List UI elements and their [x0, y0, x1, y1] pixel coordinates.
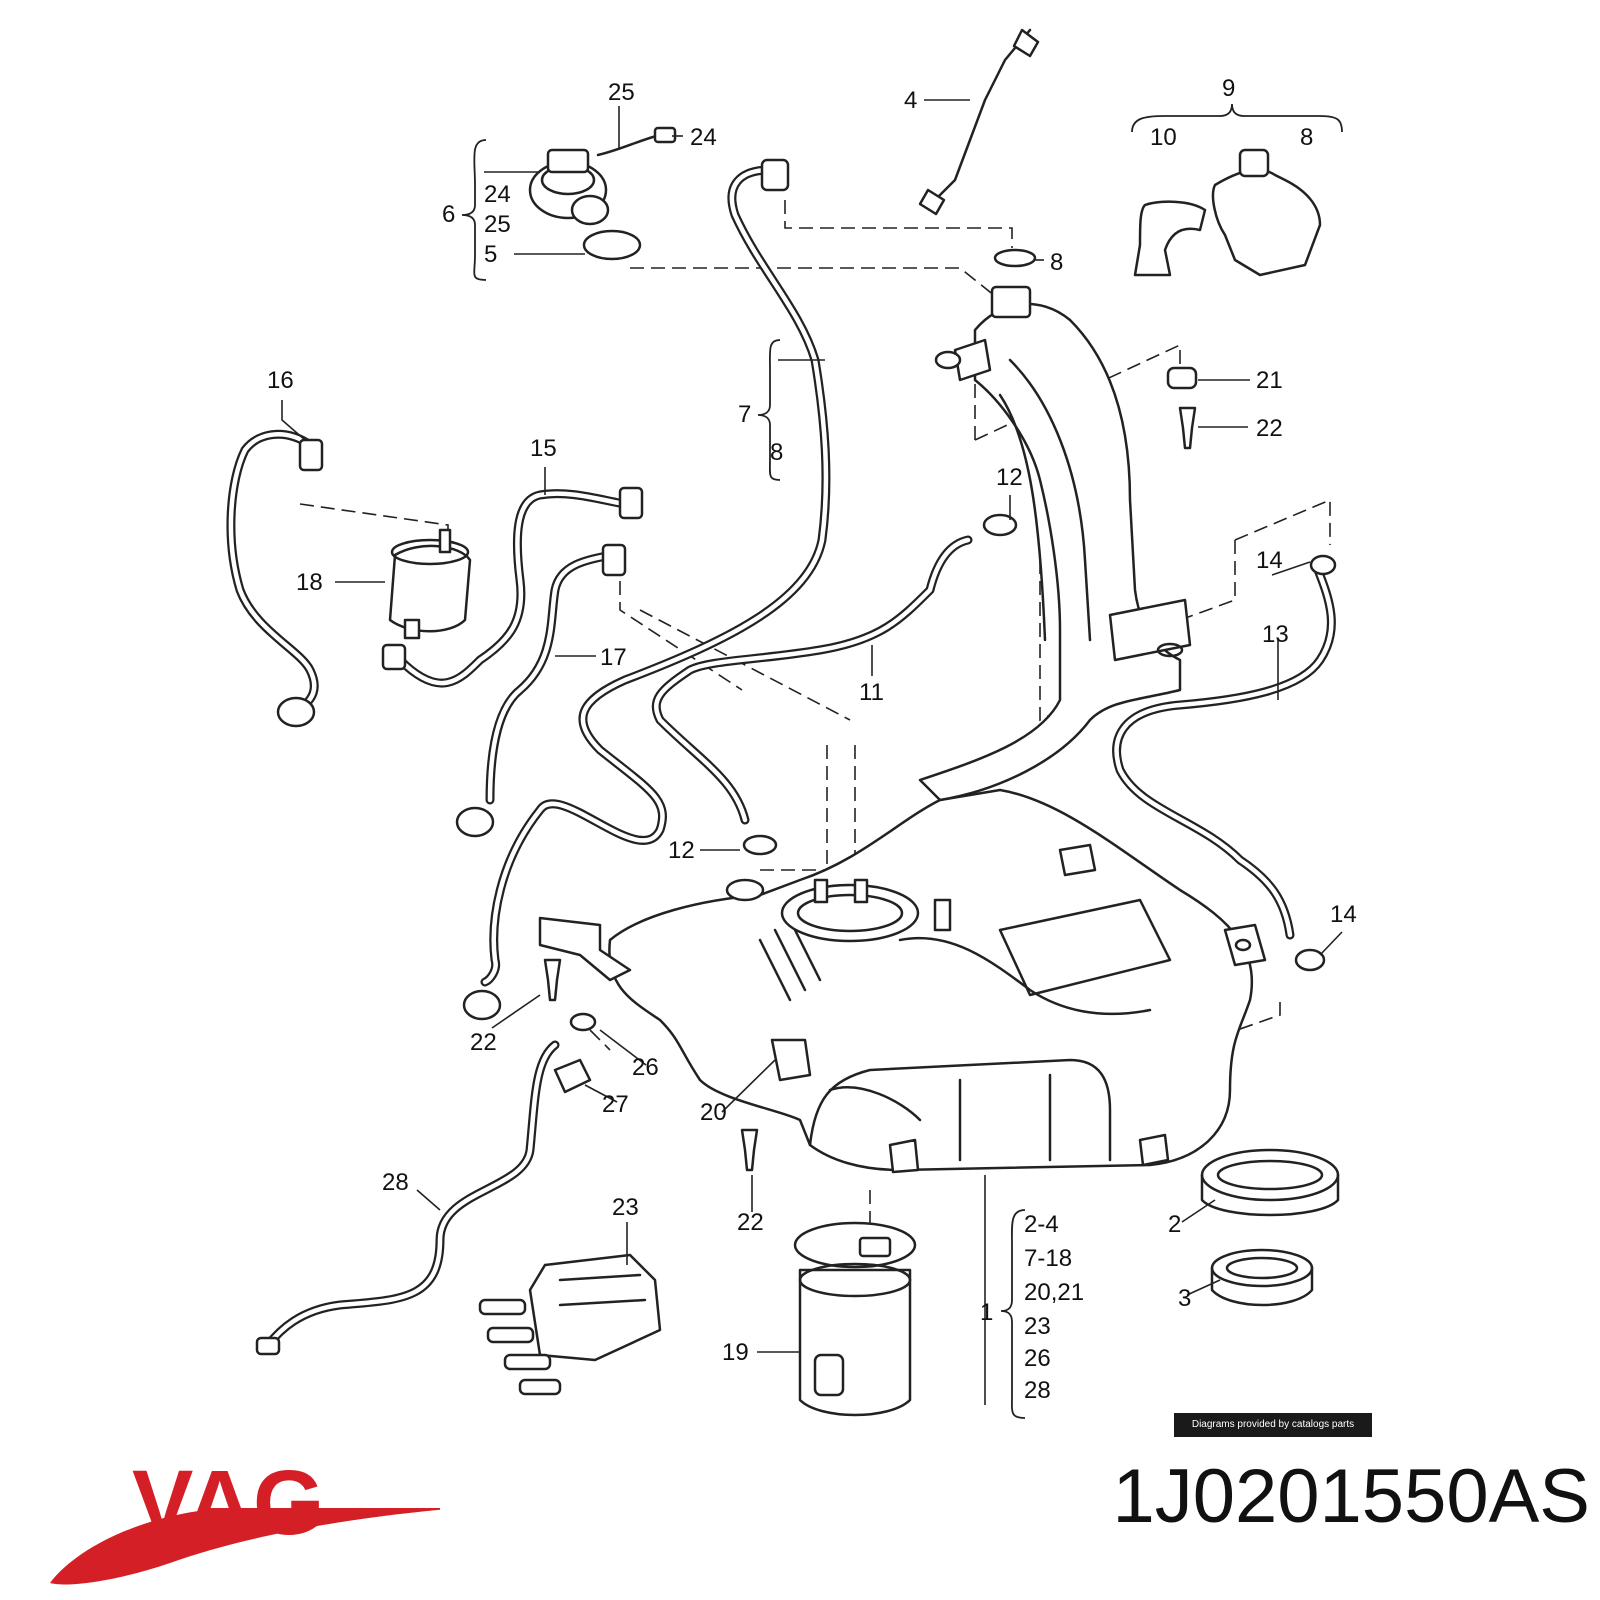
callout-18: 18 — [296, 569, 323, 596]
callout-16: 16 — [267, 367, 294, 394]
callout-13: 13 — [1262, 621, 1289, 648]
callout-8-brace: 8 — [770, 439, 783, 466]
brace-1 — [1000, 1209, 1026, 1419]
callout-25: 25 — [608, 79, 635, 106]
callout-2: 2 — [1168, 1211, 1181, 1238]
group-1-item: 2-4 — [1024, 1211, 1059, 1238]
callout-27: 27 — [602, 1091, 629, 1118]
group-1-item: 28 — [1024, 1377, 1051, 1404]
callout-labels: 25 24 24 25 5 6 4 9 10 8 8 21 22 7 8 16 … — [267, 75, 1357, 1404]
callout-22-top: 22 — [1256, 415, 1283, 442]
filler-neck — [918, 285, 1192, 802]
callout-8-ring: 8 — [1050, 249, 1063, 276]
brace-9 — [1131, 103, 1343, 133]
components — [255, 148, 1340, 1417]
callout-24: 24 — [690, 124, 717, 151]
callout-1: 1 — [980, 1299, 993, 1326]
callout-6: 6 — [442, 201, 455, 228]
callout-12-mid: 12 — [668, 837, 695, 864]
group-1-item: 23 — [1024, 1313, 1051, 1340]
callout-12-top: 12 — [996, 464, 1023, 491]
callout-19: 19 — [722, 1339, 749, 1366]
credit-badge: Diagrams provided by catalogs parts — [1174, 1413, 1372, 1437]
callout-15: 15 — [530, 435, 557, 462]
callout-3: 3 — [1178, 1285, 1191, 1312]
callout-5: 5 — [484, 241, 497, 268]
brace-7 — [757, 339, 781, 481]
callout-22-left: 22 — [470, 1029, 497, 1056]
callout-11: 11 — [859, 679, 884, 706]
callout-24-brace: 24 — [484, 181, 511, 208]
callout-14-top: 14 — [1256, 547, 1283, 574]
leader-lines — [281, 99, 1343, 1405]
callout-9: 9 — [1222, 75, 1235, 102]
callout-28: 28 — [382, 1169, 409, 1196]
vag-logo: VAG — [50, 1452, 440, 1585]
callout-23: 23 — [612, 1194, 639, 1221]
brace-6 — [461, 139, 487, 281]
callout-26: 26 — [632, 1054, 659, 1081]
logo-swoosh — [50, 1508, 440, 1585]
hoses — [226, 28, 1336, 1350]
callout-8-top: 8 — [1300, 124, 1313, 151]
callout-7: 7 — [738, 401, 751, 428]
callout-22-bottom: 22 — [737, 1209, 764, 1236]
group-1-item: 26 — [1024, 1345, 1051, 1372]
callout-21: 21 — [1256, 367, 1283, 394]
part-number: 1J0201550AS — [1112, 1454, 1590, 1539]
group-1-item: 7-18 — [1024, 1245, 1072, 1272]
group-1-item: 20,21 — [1024, 1279, 1084, 1306]
callout-25-brace: 25 — [484, 211, 511, 238]
callout-4: 4 — [904, 87, 917, 114]
braces — [461, 103, 1343, 1419]
callout-20: 20 — [700, 1099, 727, 1126]
fuel-tank — [608, 788, 1267, 1174]
logo-wordmark: VAG — [132, 1452, 325, 1554]
callout-14-right: 14 — [1330, 901, 1357, 928]
callout-10: 10 — [1150, 124, 1177, 151]
callout-17: 17 — [600, 644, 627, 671]
